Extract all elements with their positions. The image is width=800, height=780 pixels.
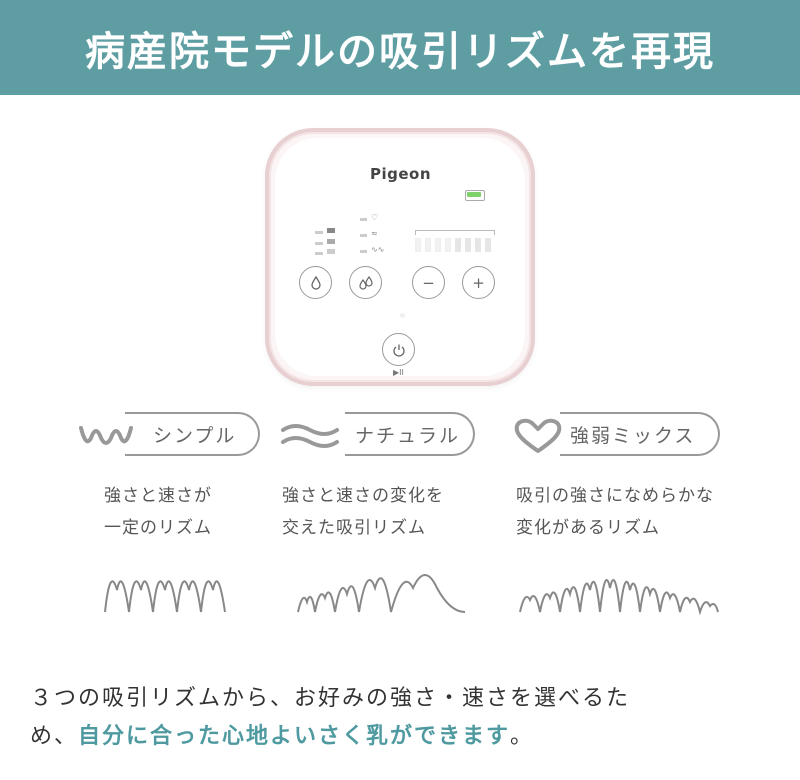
mix-rhythm-wave xyxy=(519,579,719,615)
mode-led xyxy=(360,234,367,237)
header-banner: 病産院モデルの吸引リズムを再現 xyxy=(0,0,800,95)
plus-button[interactable]: + xyxy=(462,266,495,299)
heart-icon xyxy=(514,418,562,453)
intensity-segment xyxy=(475,238,481,252)
minus-button[interactable]: − xyxy=(412,266,445,299)
level-indicator xyxy=(327,228,335,233)
bar-bracket xyxy=(415,230,495,235)
level-indicator xyxy=(315,242,323,245)
zigzag-wave-icon xyxy=(79,426,133,445)
intensity-segment xyxy=(445,238,451,252)
control-panel-face: Pigeon ♡ ≈ ∿∿ xyxy=(275,138,525,377)
intensity-bar-display xyxy=(415,230,495,252)
footer-line-1: ３つの吸引リズムから、お好みの強さ・速さを選べるた xyxy=(30,686,631,711)
description-line: 交えた吸引リズム xyxy=(282,518,426,538)
wave-icon: ≈ xyxy=(371,229,378,238)
intensity-segment xyxy=(455,238,461,252)
heart-icon: ♡ xyxy=(371,213,379,222)
mode-label-simple: シンプル xyxy=(125,412,260,456)
simple-rhythm-wave xyxy=(104,580,226,613)
intensity-segment xyxy=(415,238,421,252)
mode-label-text: シンプル xyxy=(153,424,237,447)
pump-control-panel: Pigeon ♡ ≈ ∿∿ xyxy=(265,128,535,386)
double-wave-icon xyxy=(281,424,339,448)
drop-icon xyxy=(310,275,321,290)
single-mode-button[interactable] xyxy=(299,266,332,299)
intensity-segment xyxy=(465,238,471,252)
power-button[interactable] xyxy=(382,333,415,366)
mode-description-simple: 強さと速さが 一定のリズム xyxy=(104,480,212,544)
page-title: 病産院モデルの吸引リズムを再現 xyxy=(85,28,715,75)
intensity-segment xyxy=(425,238,431,252)
status-led xyxy=(400,313,405,318)
mode-label-natural: ナチュラル xyxy=(345,412,475,456)
play-pause-indicator: ▶II xyxy=(393,368,404,377)
intensity-segment xyxy=(485,238,491,252)
description-line: 吸引の強さになめらかな xyxy=(516,486,714,506)
mode-description-mix: 吸引の強さになめらかな 変化があるリズム xyxy=(516,480,714,544)
brand-logo: Pigeon xyxy=(370,165,432,183)
intensity-segment xyxy=(435,238,441,252)
description-line: 一定のリズム xyxy=(104,518,212,538)
footer-suffix: 。 xyxy=(510,724,535,749)
level-indicator xyxy=(327,239,335,244)
natural-rhythm-wave xyxy=(297,574,466,613)
double-drop-icon xyxy=(358,275,373,290)
battery-icon xyxy=(465,190,485,201)
description-line: 強さと速さの変化を xyxy=(282,486,444,506)
mode-label-mix: 強弱ミックス xyxy=(560,412,720,456)
power-icon xyxy=(392,344,405,357)
mode-label-text: ナチュラル xyxy=(355,424,461,447)
footer-prefix: め、 xyxy=(30,724,79,749)
footer-line-2: め、自分に合った心地よいさく乳ができます。 xyxy=(30,718,534,750)
level-indicator xyxy=(327,249,335,254)
level-indicator xyxy=(315,252,323,255)
mode-led xyxy=(360,218,367,221)
double-mode-button[interactable] xyxy=(349,266,382,299)
mode-label-text: 強弱ミックス xyxy=(570,424,696,447)
mode-description-natural: 強さと速さの変化を 交えた吸引リズム xyxy=(282,480,444,544)
mode-led xyxy=(360,250,367,253)
description-line: 強さと速さが xyxy=(104,486,212,506)
footer-highlight: 自分に合った心地よいさく乳ができます xyxy=(78,724,511,749)
level-indicator xyxy=(315,231,323,234)
description-line: 変化があるリズム xyxy=(516,518,660,538)
zigzag-icon: ∿∿ xyxy=(371,245,385,254)
